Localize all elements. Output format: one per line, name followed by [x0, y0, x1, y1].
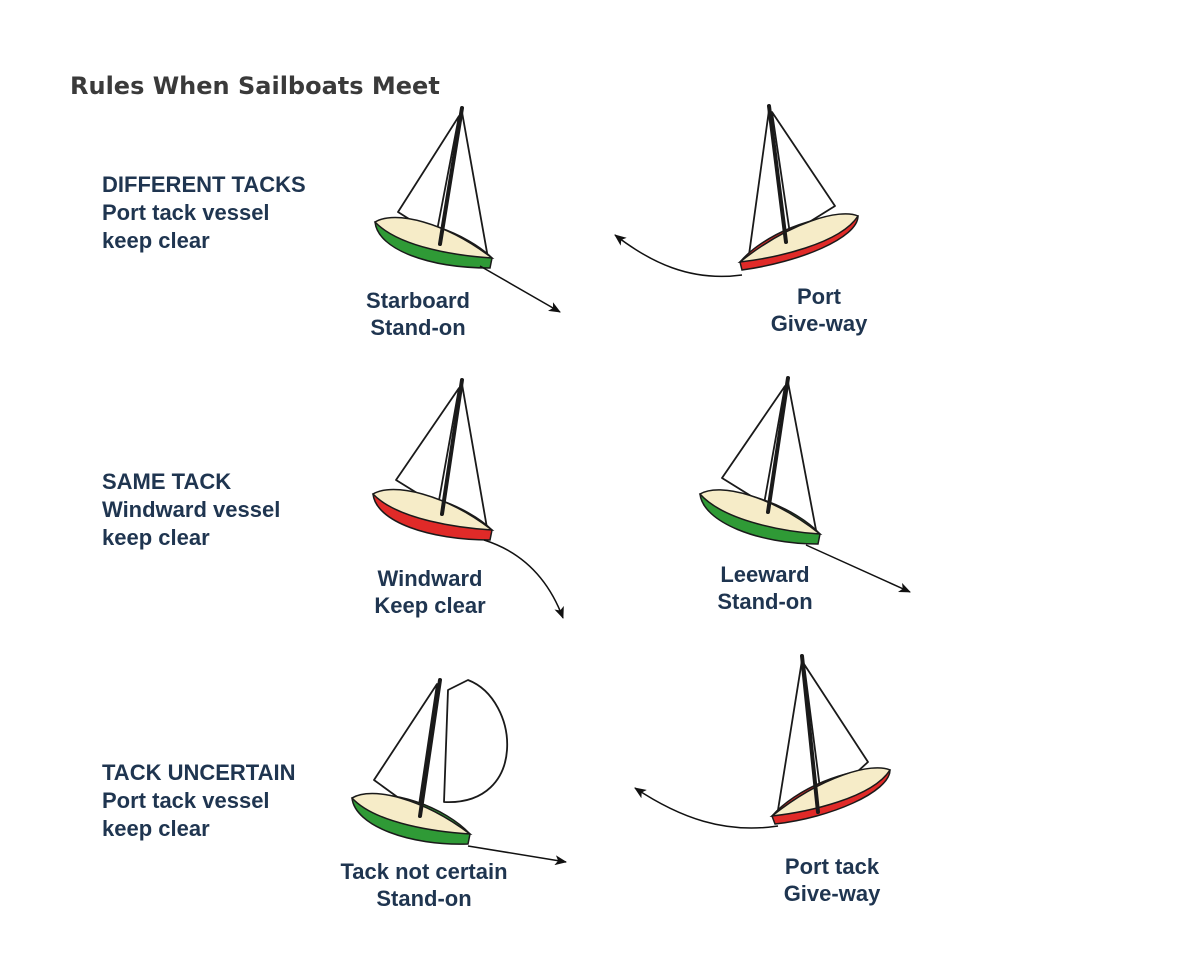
sailboat-icon	[698, 376, 823, 545]
course-arrow	[805, 544, 911, 593]
page-title: Rules When Sailboats Meet	[70, 72, 440, 100]
course-arrow	[467, 845, 567, 866]
rule-line: Port tack vessel	[102, 788, 270, 813]
sailboat-icon	[737, 104, 860, 271]
sailboat-icon	[371, 378, 495, 541]
rule-different-tacks: DIFFERENT TACKS Port tack vessel keep cl…	[102, 171, 306, 255]
rule-same-tack: SAME TACK Windward vessel keep clear	[102, 468, 280, 552]
rule-line: keep clear	[102, 816, 210, 841]
deck	[737, 213, 860, 264]
rule-heading: DIFFERENT TACKS	[102, 172, 306, 197]
rule-heading: TACK UNCERTAIN	[102, 760, 296, 785]
course-arrow	[614, 234, 743, 278]
rule-line: Windward vessel	[102, 497, 281, 522]
deck	[371, 488, 495, 531]
deck	[350, 792, 473, 835]
rule-heading: SAME TACK	[102, 469, 232, 494]
sailboat-icon	[350, 678, 508, 845]
sailboat-icon	[373, 106, 495, 269]
course-arrow	[483, 539, 564, 619]
sailboat-icon	[769, 654, 892, 825]
course-arrow	[634, 787, 779, 829]
deck	[769, 767, 892, 818]
deck	[698, 489, 823, 535]
deck	[373, 216, 495, 259]
rule-tack-uncertain: TACK UNCERTAIN Port tack vessel keep cle…	[102, 759, 296, 843]
rule-line: keep clear	[102, 228, 210, 253]
course-arrow	[479, 265, 561, 313]
rule-line: Port tack vessel	[102, 200, 270, 225]
rule-line: keep clear	[102, 525, 210, 550]
